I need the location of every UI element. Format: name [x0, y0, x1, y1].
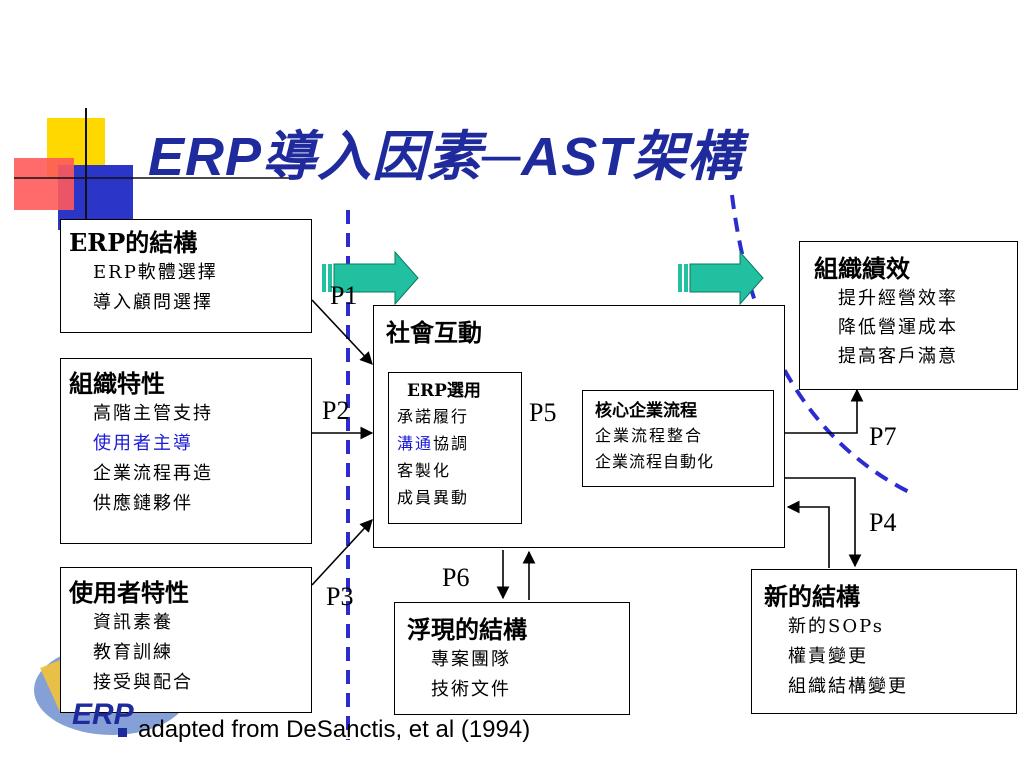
box-line: 專案團隊 — [431, 649, 511, 670]
slide-title: ERP導入因素─AST架構 — [148, 127, 743, 187]
arrow-p4-up — [786, 500, 830, 568]
box-line: 導入顧問選擇 — [93, 292, 213, 313]
arrow-p7 — [785, 388, 864, 434]
block-arrow-right — [678, 250, 764, 306]
box-org-traits: 組織特性 高階主管支持 使用者主導 企業流程再造 供應鏈夥伴 — [60, 358, 312, 544]
box-heading: 組織績效 — [814, 254, 910, 283]
slide-decoration — [14, 108, 300, 290]
box-line: 高階主管支持 — [93, 403, 213, 424]
box-line: 成員異動 — [397, 488, 470, 507]
accent-text: 溝通 — [397, 434, 434, 453]
arrow-p4-down — [785, 477, 862, 568]
box-user-traits: 使用者特性 資訊素養 教育訓練 接受與配合 — [60, 567, 312, 713]
box-line: 接受與配合 — [93, 672, 193, 693]
box-heading: 浮現的結構 — [407, 615, 527, 644]
box-heading: 核心企業流程 — [595, 401, 697, 421]
box-line: 教育訓練 — [93, 642, 173, 663]
box-org-performance: 組織績效 提升經營效率 降低營運成本 提高客戶滿意 — [799, 241, 1018, 390]
box-heading: 社會互動 — [386, 318, 482, 347]
box-core-process: 核心企業流程 企業流程整合 企業流程自動化 — [582, 390, 774, 487]
dashed-boundary-arc — [730, 194, 916, 497]
label-p6: P6 — [442, 563, 470, 592]
box-line: 提升經營效率 — [838, 288, 958, 309]
box-line: 企業流程自動化 — [595, 452, 715, 471]
citation-footer: adapted from DeSanctis, et al (1994) — [138, 716, 531, 743]
box-line: 承諾履行 — [397, 407, 470, 426]
box-line: 技術文件 — [431, 679, 511, 700]
bullet-icon — [118, 728, 127, 737]
arrow-p3 — [311, 519, 373, 586]
box-line: 組織結構變更 — [788, 676, 908, 697]
box-heading: 新的結構 — [764, 582, 860, 611]
arrow-p1 — [311, 299, 373, 365]
label-p7: P7 — [869, 422, 897, 451]
box-line: 客製化 — [397, 461, 452, 480]
box-line: 資訊素養 — [93, 612, 173, 633]
label-p3: P3 — [326, 582, 354, 611]
box-line: 降低營運成本 — [838, 317, 958, 338]
box-heading: ERP的結構 — [69, 228, 198, 257]
box-heading: 使用者特性 — [69, 578, 189, 607]
box-line: 溝通協調 — [397, 430, 521, 457]
box-new-structure: 新的結構 新的SOPs 權責變更 組織結構變更 — [751, 569, 1017, 714]
box-line: 權責變更 — [788, 646, 868, 667]
box-line-text: 協調 — [433, 434, 470, 453]
box-emergent-structure: 浮現的結構 專案團隊 技術文件 — [394, 602, 630, 715]
box-heading: ERP選用 — [407, 381, 481, 401]
box-erp-use: ERP選用 承諾履行 溝通協調 客製化 成員異動 — [388, 372, 522, 524]
block-arrow-left — [322, 250, 419, 306]
label-p2: P2 — [322, 396, 350, 425]
box-line: ERP軟體選擇 — [93, 262, 218, 283]
box-line: 提高客戶滿意 — [838, 346, 958, 367]
label-p4: P4 — [869, 508, 897, 537]
box-line: 企業流程再造 — [93, 463, 213, 484]
logo-text: ERP — [72, 698, 134, 731]
box-line: 使用者主導 — [93, 433, 193, 454]
label-p5: P5 — [529, 398, 557, 427]
label-p1: P1 — [330, 281, 358, 310]
box-line: 供應鏈夥伴 — [93, 493, 193, 514]
box-line: 新的SOPs — [788, 616, 884, 637]
box-erp-structure: ERP的結構 ERP軟體選擇 導入顧問選擇 — [60, 219, 312, 333]
box-heading: 組織特性 — [69, 369, 165, 398]
box-line: 企業流程整合 — [595, 426, 704, 445]
